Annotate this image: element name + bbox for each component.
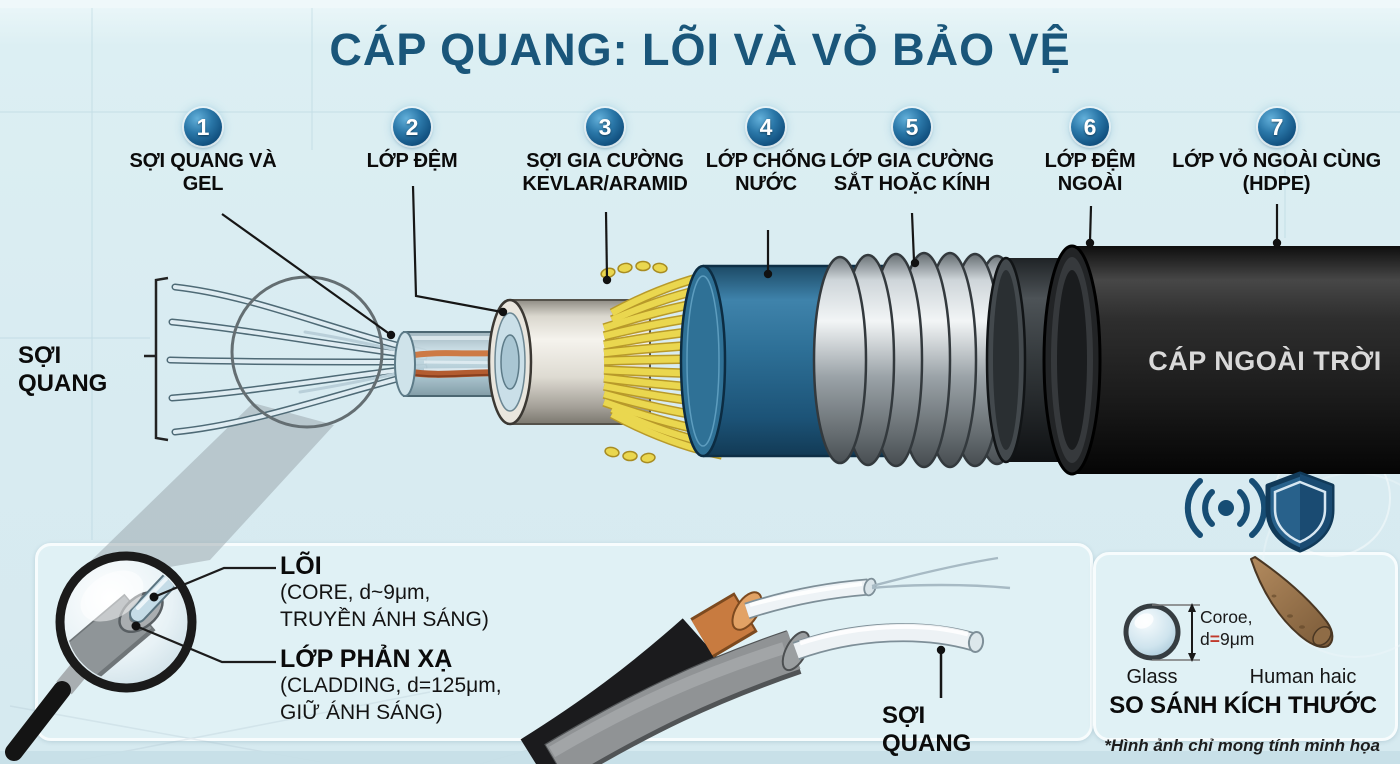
callout-dots bbox=[386, 238, 1282, 340]
zoom-circle bbox=[230, 275, 384, 429]
cladding-line2: GIỮ ÁNH SÁNG) bbox=[280, 701, 443, 724]
human-hair-illustration bbox=[1250, 556, 1334, 648]
bottom-strip bbox=[0, 751, 1400, 764]
top-strip bbox=[0, 0, 1400, 8]
core-dimension-label: Coroe, d=9μm bbox=[1200, 606, 1254, 650]
cladding-dot bbox=[131, 621, 141, 631]
callout-2-badge: 2 bbox=[393, 108, 431, 146]
magnifier-icon bbox=[5, 551, 197, 761]
zoom-beam bbox=[66, 403, 334, 585]
callout-4-label: LỚP CHỐNG NƯỚC bbox=[705, 150, 827, 195]
core-dimension-line1: Coroe, bbox=[1200, 607, 1253, 627]
core-title: LÕI bbox=[280, 552, 322, 580]
callout-6-badge: 6 bbox=[1071, 108, 1109, 146]
fiber-fan bbox=[166, 283, 428, 436]
size-compare-title: SO SÁNH KÍCH THƯỚC bbox=[1109, 692, 1377, 719]
armor-ribs bbox=[812, 251, 1025, 469]
fiber-bracket-label: SỢI QUANG bbox=[18, 342, 108, 397]
cladding-title: LỚP PHẢN XẠ bbox=[280, 645, 453, 673]
glass-label: Glass bbox=[1126, 666, 1178, 688]
callout-lines bbox=[221, 185, 1279, 336]
callout-6-label: LỚP ĐỆM NGOÀI bbox=[1044, 150, 1136, 195]
stripped-cables bbox=[520, 556, 1011, 764]
callout-7-badge: 7 bbox=[1258, 108, 1296, 146]
cladding-label-block: LỚP PHẢN XẠ (CLADDING, d=125μm, GIỮ ÁNH … bbox=[280, 646, 540, 726]
cladding-line1: (CLADDING, d=125μm, bbox=[280, 674, 502, 697]
shield-icon bbox=[1265, 471, 1335, 553]
callout-1-badge: 1 bbox=[184, 108, 222, 146]
fiber-strand-label: SỢI QUANG bbox=[882, 702, 972, 757]
core-dimension-arrow bbox=[1152, 603, 1200, 662]
callout-7-label: LỚP VỎ NGOÀI CÙNG (HDPE) bbox=[1172, 150, 1381, 195]
footnote: *Hình ảnh chỉ mong tính minh họa bbox=[1104, 736, 1380, 755]
callout-5-badge: 5 bbox=[893, 108, 931, 146]
detail-callout-lines bbox=[135, 566, 276, 664]
core-label-block: LÕI (CORE, d~9μm, TRUYỀN ÁNH SÁNG) bbox=[280, 553, 540, 633]
core-dimension-line2: d=9μm bbox=[1200, 629, 1255, 649]
fiber-bracket bbox=[144, 276, 169, 442]
core-dot bbox=[149, 592, 159, 602]
outdoor-cable-label: CÁP NGOÀI TRỜI bbox=[1148, 346, 1382, 376]
callout-4-badge: 4 bbox=[747, 108, 785, 146]
glass-sphere bbox=[1123, 603, 1181, 661]
core-line2: TRUYỀN ÁNH SÁNG) bbox=[280, 608, 489, 631]
page-title: CÁP QUANG: LÕI VÀ VỎ BẢO VỆ bbox=[329, 24, 1071, 75]
callout-1-label: SỢI QUANG VÀ GEL bbox=[129, 150, 277, 195]
callout-2-label: LỚP ĐỆM bbox=[366, 150, 458, 172]
outer-jacket bbox=[1042, 244, 1400, 476]
callout-3-badge: 3 bbox=[586, 108, 624, 146]
background-grid bbox=[0, 0, 1400, 540]
equals-sign: = bbox=[1209, 629, 1220, 649]
signal-icon bbox=[1184, 478, 1268, 538]
callout-5-label: LỚP GIA CƯỜNG SẮT HOẶC KÍNH bbox=[830, 150, 994, 195]
callout-3-label: SỢI GIA CƯỜNG KEVLAR/ARAMID bbox=[522, 150, 688, 195]
hair-label: Human haic bbox=[1249, 666, 1357, 688]
core-line1: (CORE, d~9μm, bbox=[280, 581, 431, 604]
